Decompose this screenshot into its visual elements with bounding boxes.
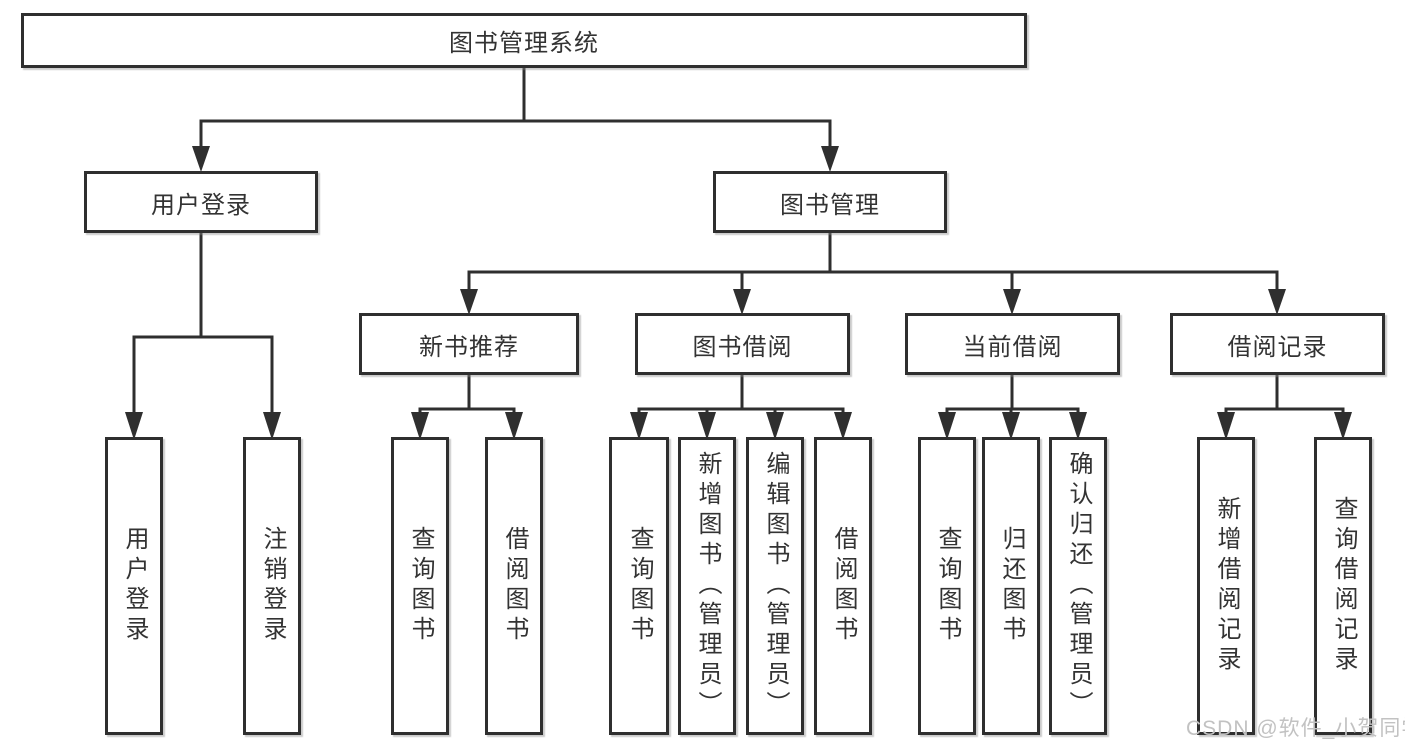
leaf-label: 查询图书: [626, 526, 653, 646]
leaf-label: 编辑图书（管理员）: [762, 451, 789, 721]
leaf-newrec-borrow-books: 借阅图书: [485, 437, 543, 735]
node-current-borrow: 当前借阅: [905, 313, 1120, 375]
leaf-borrow-add-books-admin: 新增图书（管理员）: [678, 437, 736, 735]
leaf-label: 借阅图书: [830, 526, 857, 646]
arrowhead-icons: [125, 146, 1352, 440]
leaf-records-query-record: 查询借阅记录: [1314, 437, 1372, 735]
node-root-library-system: 图书管理系统: [21, 13, 1027, 68]
node-book-management: 图书管理: [713, 171, 947, 233]
leaf-borrow-borrow-books: 借阅图书: [814, 437, 872, 735]
watermark: CSDN @软件_小贺同学: [1186, 717, 1405, 740]
node-borrow-records: 借阅记录: [1170, 313, 1385, 375]
leaf-label: 新增借阅记录: [1213, 496, 1240, 676]
leaf-borrow-edit-books-admin: 编辑图书（管理员）: [746, 437, 804, 735]
leaf-label: 查询图书: [934, 526, 961, 646]
node-book-borrow: 图书借阅: [635, 313, 850, 375]
leaf-current-query-books: 查询图书: [918, 437, 976, 735]
leaf-label: 查询借阅记录: [1330, 496, 1357, 676]
leaf-logout: 注销登录: [243, 437, 301, 735]
leaf-label: 新增图书（管理员）: [694, 451, 721, 721]
leaf-current-return-books: 归还图书: [982, 437, 1040, 735]
leaf-label: 注销登录: [259, 526, 286, 646]
leaf-borrow-query-books: 查询图书: [609, 437, 669, 735]
leaf-newrec-query-books: 查询图书: [391, 437, 449, 735]
leaf-label: 用户登录: [121, 526, 148, 646]
leaf-current-confirm-return-admin: 确认归还（管理员）: [1049, 437, 1107, 735]
node-user-login: 用户登录: [84, 171, 318, 233]
leaf-label: 借阅图书: [501, 526, 528, 646]
leaf-label: 确认归还（管理员）: [1065, 451, 1092, 721]
node-new-book-recommend: 新书推荐: [359, 313, 579, 375]
leaf-label: 归还图书: [998, 526, 1025, 646]
leaf-label: 查询图书: [407, 526, 434, 646]
leaf-records-add-record: 新增借阅记录: [1197, 437, 1255, 735]
leaf-user-login: 用户登录: [105, 437, 163, 735]
